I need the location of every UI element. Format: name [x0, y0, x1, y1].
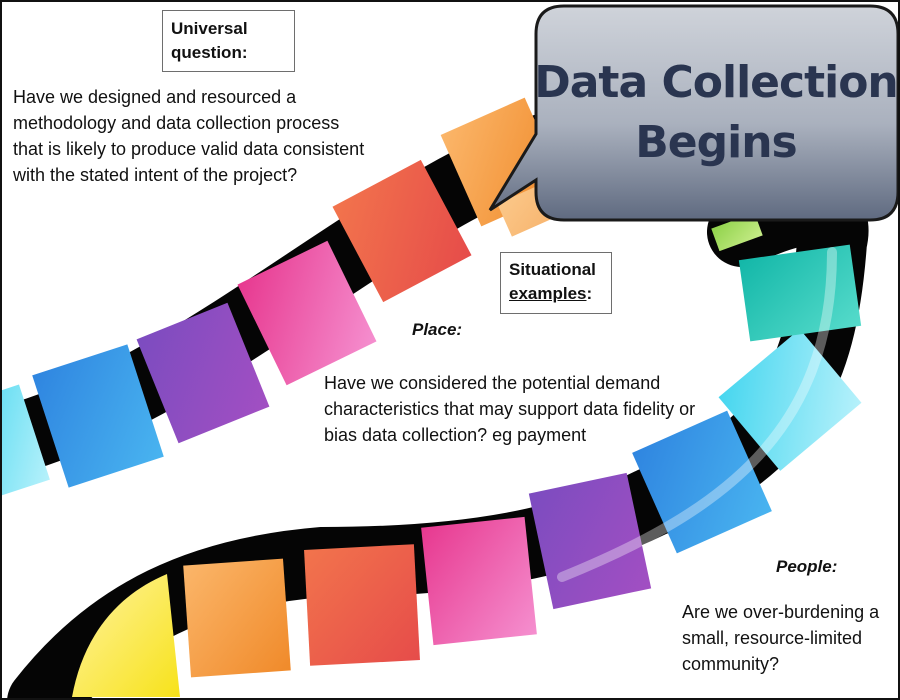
path-square: [183, 558, 291, 678]
path-square: [2, 384, 50, 500]
callout-title: Data Collection Begins: [532, 4, 898, 222]
callout-line-1: Data Collection: [534, 57, 898, 108]
situational-examples-heading: Situational examples:: [500, 252, 612, 314]
people-label: People:: [776, 557, 838, 576]
place-label: Place:: [412, 320, 463, 339]
path-square: [738, 244, 862, 342]
path-start-square: [72, 574, 180, 697]
path-square: [718, 329, 862, 471]
place-text: Have we considered the potential demand …: [324, 373, 696, 445]
universal-question-text: Have we designed and resourced a methodo…: [13, 87, 365, 185]
callout-bubble: [488, 4, 898, 222]
universal-question-heading: Universal question:: [162, 10, 295, 72]
path-square: [237, 240, 377, 386]
path-square: [711, 212, 763, 252]
path-square: [332, 159, 472, 303]
callout-line-2: Begins: [635, 117, 797, 168]
path-square: [528, 472, 652, 610]
path-highlight: [557, 247, 837, 582]
people-text: Are we over-burdening a small, resource-…: [682, 602, 880, 674]
path-square: [136, 302, 270, 444]
path-square: [304, 544, 420, 666]
path-square: [421, 516, 537, 646]
path-square: [632, 410, 772, 554]
path-square: [32, 344, 164, 488]
